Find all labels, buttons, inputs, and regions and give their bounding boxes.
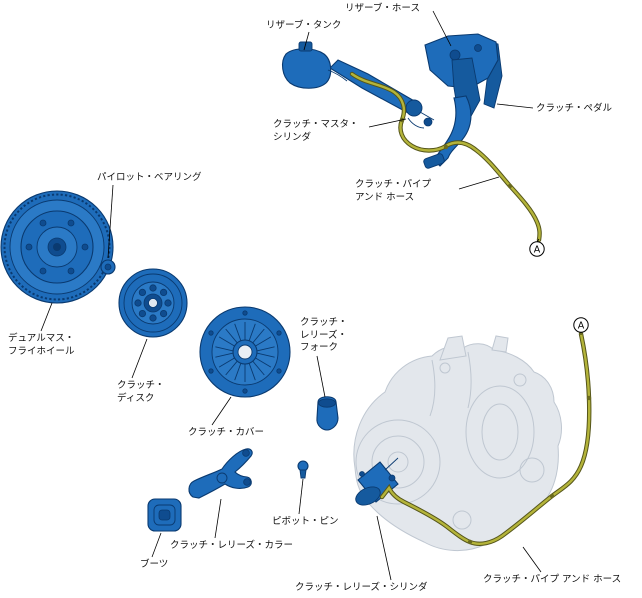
clutch-release-fork-illustration	[316, 396, 339, 431]
label-clutch-cover: クラッチ・カバー	[188, 427, 265, 438]
label-clutch-pedal: クラッチ・ペダル	[536, 103, 613, 114]
pilot-bearing-illustration	[100, 259, 116, 275]
label-clutch-release-collar: クラッチ・レリーズ・カラー	[170, 540, 294, 551]
label-dual-mass-flywheel: デュアルマス・ フライホイール	[8, 333, 75, 357]
leader-pipe-hose-top	[458, 176, 500, 190]
leader-release-cylinder	[376, 515, 392, 581]
leader-reserve-hose	[432, 10, 452, 47]
clutch-pipe-hose-bottom-illustration	[379, 331, 592, 546]
clutch-cover-illustration	[199, 306, 291, 398]
marker-a-right: A	[573, 317, 589, 333]
pivot-pin-illustration	[297, 460, 309, 479]
clutch-disc-illustration	[118, 268, 188, 338]
label-reserve-hose: リザーブ・ホース	[345, 3, 420, 14]
marker-a-top: A	[529, 241, 545, 257]
label-reserve-tank: リザーブ・タンク	[266, 20, 342, 31]
label-clutch-release-fork: クラッチ・ レリーズ・ フォーク	[300, 317, 348, 353]
leader-pipe-hose-bottom	[522, 546, 542, 573]
label-pivot-pin: ピボット・ピン	[272, 516, 339, 527]
reserve-tank-illustration	[281, 41, 348, 89]
clutch-pipe-hose-top-illustration	[349, 71, 542, 243]
leader-pivot-pin	[298, 478, 304, 515]
label-pilot-bearing: パイロット・ベアリング	[97, 172, 202, 183]
clutch-pedal-assembly-illustration	[407, 33, 503, 169]
leader-clutch-pedal	[496, 103, 534, 109]
label-clutch-release-cylinder: クラッチ・レリーズ・シリンダ	[295, 582, 428, 593]
leader-boot	[151, 532, 162, 558]
clutch-release-collar-illustration	[188, 448, 253, 499]
label-clutch-disc: クラッチ・ ディスク	[117, 380, 165, 404]
leader-clutch-disc	[131, 338, 148, 379]
marker-a-right-letter: A	[578, 321, 585, 332]
dual-mass-flywheel-illustration	[0, 190, 114, 304]
leader-reserve-tank	[303, 31, 310, 51]
clutch-master-cylinder-illustration	[329, 59, 435, 121]
leader-pilot-bearing	[107, 184, 114, 259]
label-clutch-pipe-hose-top: クラッチ・パイプ アンド ホース	[355, 179, 432, 203]
label-boot: ブーツ	[140, 559, 169, 570]
leader-master-cylinder	[368, 118, 407, 128]
label-clutch-master-cylinder: クラッチ・マスタ・ シリンダ	[273, 119, 359, 143]
transmission-illustration	[353, 335, 562, 552]
leader-clutch-cover	[211, 396, 232, 426]
label-clutch-pipe-hose-bottom: クラッチ・パイプ アンド ホース	[483, 574, 622, 585]
boot-illustration	[147, 498, 182, 532]
leader-release-fork	[316, 355, 326, 398]
leader-flywheel	[40, 302, 53, 332]
leader-release-collar	[214, 498, 222, 539]
marker-a-top-letter: A	[534, 245, 541, 256]
